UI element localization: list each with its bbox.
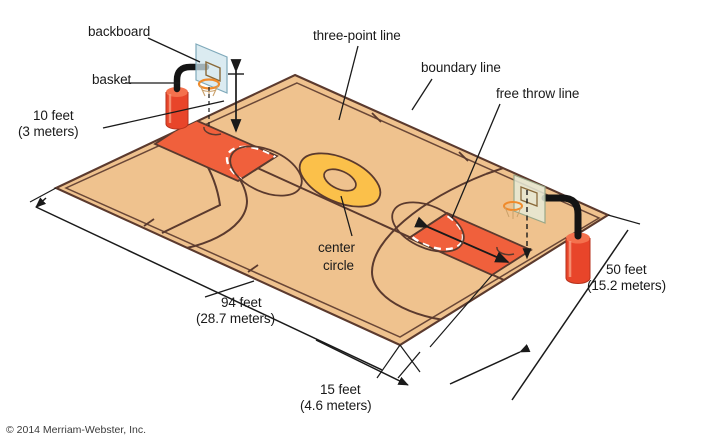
left-key-paint [153, 117, 279, 183]
right-hoop-assembly [503, 174, 591, 284]
label-hoop-height-meters: (3 meters) [18, 124, 79, 139]
tick-bottom-b [247, 264, 259, 273]
right-three-point-arc [371, 173, 487, 273]
label-free-throw-line: free throw line [496, 86, 580, 101]
copyright-credit: © 2014 Merriam-Webster, Inc. [6, 424, 147, 436]
support-base [165, 87, 189, 130]
left-hoop-assembly [165, 43, 244, 133]
label-center-circle-line2: circle [323, 258, 354, 273]
center-circle-leader-line [340, 195, 353, 237]
hoop-height-leader-line [102, 100, 225, 129]
support-pole-right [541, 194, 582, 240]
court-width-dimension [399, 214, 641, 401]
basket-rim-right [503, 201, 523, 219]
label-court-width-feet: 50 feet [606, 262, 647, 277]
right-corner-3pt-b [469, 303, 513, 323]
label-basket: basket [92, 72, 132, 87]
three-point-leader-line [338, 45, 359, 121]
label-free-throw-distance-feet: 15 feet [320, 382, 361, 397]
boundary-inset-line [64, 82, 601, 338]
label-three-point-line: three-point line [313, 28, 401, 43]
left-free-throw-outer-circle [229, 145, 303, 197]
left-corner-3pt-a [97, 93, 123, 105]
free-throw-leader-line [451, 103, 501, 219]
left-corner-3pt-b [107, 233, 151, 253]
backboard-leader-line [147, 37, 201, 63]
tick-bottom-a [143, 218, 155, 227]
label-court-width-meters: (15.2 meters) [587, 278, 666, 293]
free-throw-distance-arrow [414, 216, 510, 263]
backboard-panel-right [513, 174, 546, 224]
right-free-throw-outer-circle [391, 201, 465, 253]
label-boundary-line: boundary line [421, 60, 501, 75]
label-court-length-feet: 94 feet [221, 295, 262, 310]
label-backboard: backboard [88, 24, 151, 39]
free-throw-dimension [315, 274, 531, 386]
support-base-right [565, 232, 591, 284]
support-pole [173, 63, 210, 93]
label-court-length-meters: (28.7 meters) [196, 311, 275, 326]
tick-top-a [371, 112, 382, 123]
label-hoop-height-feet: 10 feet [33, 108, 74, 123]
left-restricted-arc [203, 126, 222, 136]
left-free-throw-circle [225, 145, 277, 181]
boundary-leader-line [411, 78, 433, 111]
label-center-circle-line1: center [318, 240, 355, 255]
court-length-leader-line [204, 280, 255, 298]
tick-top-b [458, 151, 469, 162]
center-circle [298, 152, 382, 208]
label-free-throw-distance-meters: (4.6 meters) [300, 398, 372, 413]
